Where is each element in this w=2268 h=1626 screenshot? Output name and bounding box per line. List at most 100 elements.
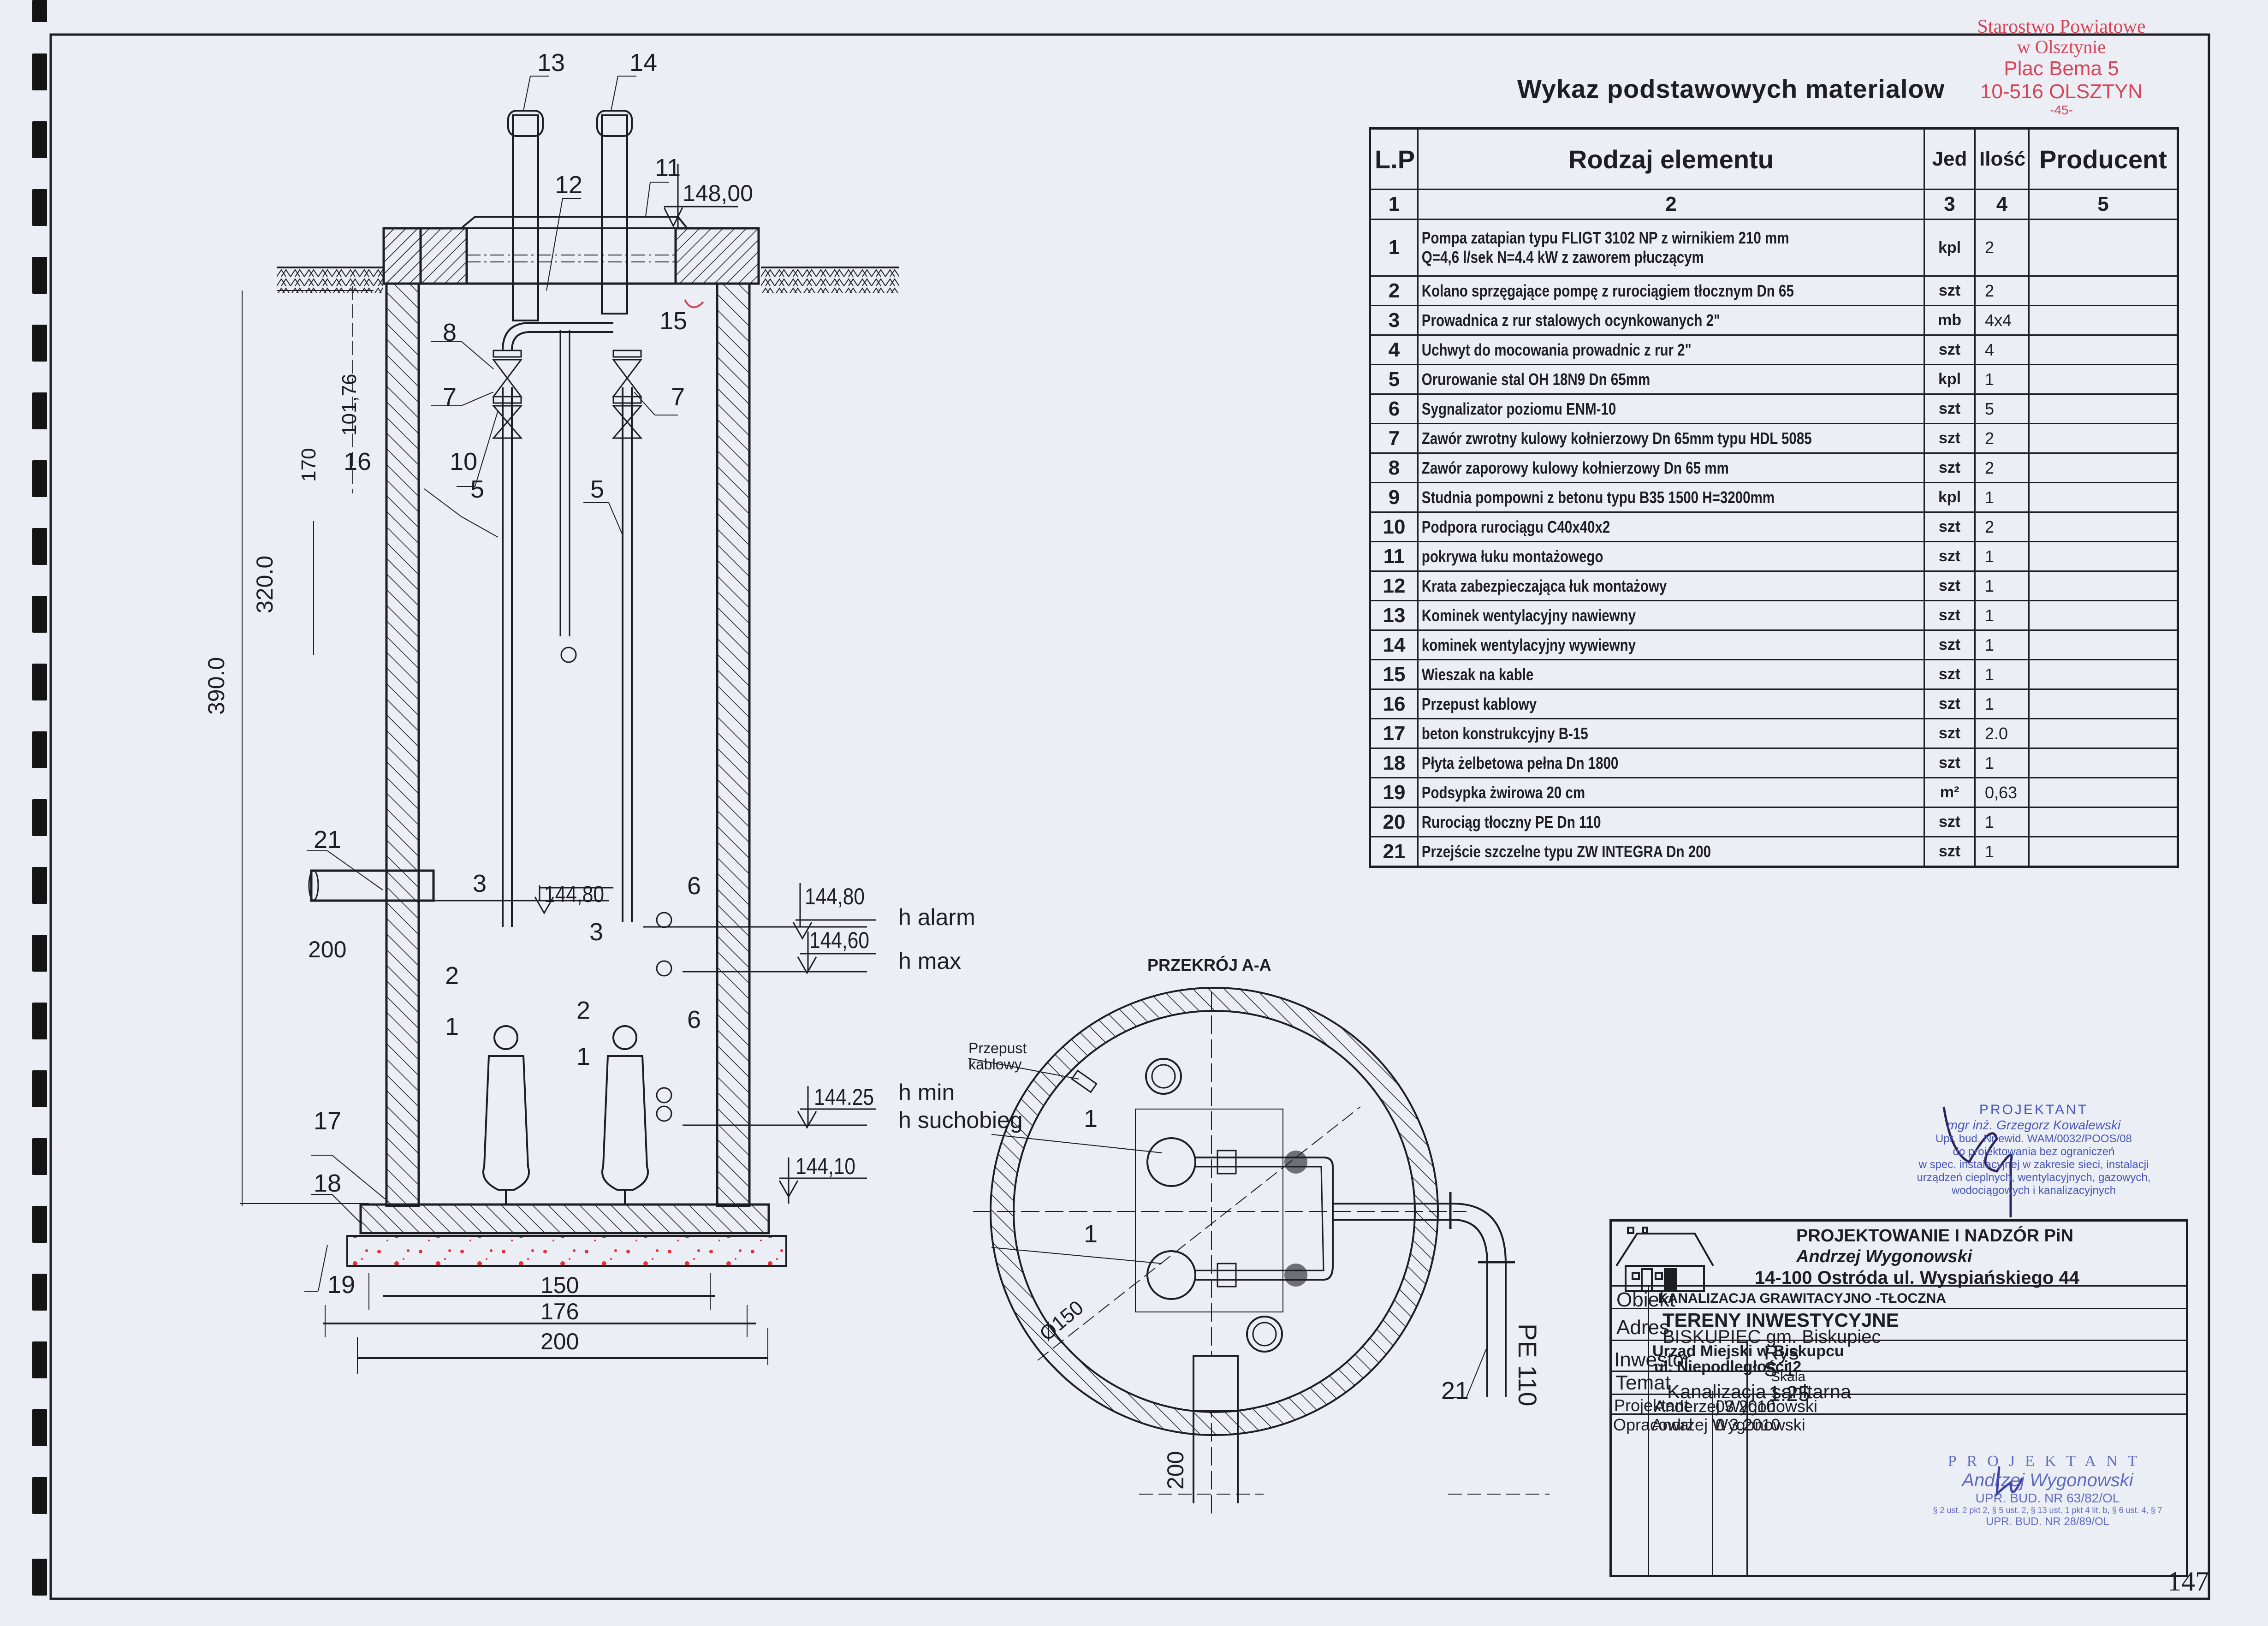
level-label-min: h min (898, 1080, 955, 1105)
row-lp: 13 (1369, 600, 1419, 631)
row-unit: szt (1924, 570, 1976, 601)
cable-gland-label: kablowy (968, 1056, 1022, 1073)
row-unit: szt (1924, 334, 1976, 365)
row-element: Przepust kablowy (1417, 688, 1834, 719)
scale-value: 1:25 (1769, 1382, 1810, 1406)
pump-left (482, 1025, 530, 1205)
row-unit: kpl (1924, 364, 1976, 395)
row-qty: 1 (1974, 629, 2030, 660)
callout-11: 11 (655, 154, 681, 182)
row-lp: 4 (1369, 334, 1419, 365)
elevation-alarm: 144,80 (805, 884, 865, 909)
gravel-bed (346, 1235, 787, 1267)
company-address: 14-100 Ostróda ul. Wyspiańskiego 44 (1755, 1268, 2079, 1288)
table-header-row: L.P Rodzaj elementu Jed Ilość Producent (1369, 128, 2179, 190)
row-lp: 8 (1369, 452, 1419, 483)
binding-hole (32, 1409, 47, 1446)
level-label-max: h max (898, 948, 962, 974)
callout-7: 7 (443, 383, 457, 411)
row-unit: kpl (1924, 219, 1976, 277)
vent-pipe-14 (601, 114, 628, 315)
row-element: pokrywa łuku montażowego (1417, 541, 1834, 572)
binding-hole (32, 392, 47, 429)
cable-gland (1071, 1069, 1098, 1093)
binding-hole (32, 121, 47, 158)
row-element: Podpora rurociągu C40x40x2 (1417, 511, 1834, 542)
row-producer (2028, 777, 2179, 808)
vent-opening (1145, 1058, 1182, 1095)
row-unit: kpl (1924, 482, 1976, 513)
row-element: Orurowanie stal OH 18N9 Dn 65mm (1417, 364, 1834, 395)
row-lp: 20 (1369, 807, 1419, 837)
row-unit: szt (1924, 452, 1976, 483)
binding-hole (32, 325, 47, 362)
designer-stamp-kowalewski: PROJEKTANT mgr inż. Grzegorz Kowalewski … (1909, 1102, 2158, 1197)
row-element: Rurociąg tłoczny PE Dn 110 (1417, 807, 1834, 837)
stamp-line: UPR. BUD. NR 63/82/OL (1975, 1491, 2120, 1505)
row-qty: 1 (1974, 570, 2030, 601)
callout-2: 2 (576, 997, 591, 1024)
row-element: Prowadnica z rur stalowych ocynkowanych … (1417, 305, 1834, 336)
row-qty: 4x4 (1974, 305, 2030, 336)
row-qty: 1 (1974, 482, 2030, 513)
row-qty: 1 (1974, 807, 2030, 837)
row-lp: 10 (1369, 511, 1419, 542)
stamp-line: Plac Bema 5 (2004, 57, 2119, 80)
callout-13: 13 (537, 49, 565, 77)
row-element: kominek wentylacyjny wywiewny (1417, 629, 1834, 660)
binding-hole (32, 731, 47, 768)
pump-right (601, 1025, 649, 1205)
row-producer (2028, 334, 2179, 365)
callout-3: 3 (589, 918, 604, 946)
row-element: Sygnalizator poziomu ENM-10 (1417, 393, 1834, 424)
elevation-inlet: 144,80 (544, 881, 604, 907)
pump-callout: 1 (1084, 1105, 1098, 1133)
binding-hole (32, 596, 47, 633)
row-lp: 18 (1369, 748, 1419, 778)
company-name: PROJEKTOWANIE I NADZÓR PiN (1796, 1226, 2074, 1246)
column-number: 4 (1974, 189, 2030, 220)
row-element: Uchwyt do mocowania prowadnic z rur 2" (1417, 334, 1834, 365)
row-lp: 14 (1369, 629, 1419, 660)
row-element: Zawór zwrotny kulowy kołnierzowy Dn 65mm… (1417, 423, 1834, 454)
callout-16: 16 (344, 448, 372, 475)
plan-view (968, 987, 1550, 1517)
row-qty: 5 (1974, 393, 2030, 424)
binding-hole (32, 1477, 47, 1514)
row-unit: szt (1924, 807, 1976, 837)
plan-view-title: PRZEKRÓJ A-A (1147, 955, 1271, 974)
row-qty: 2 (1974, 511, 2030, 542)
callout-6: 6 (687, 1006, 701, 1033)
row-qty: 2 (1974, 452, 2030, 483)
ground-right (761, 267, 899, 293)
materials-table: L.P Rodzaj elementu Jed Ilość Producent … (1369, 127, 2179, 868)
row-lp: 9 (1369, 482, 1419, 513)
company-owner: Andrzej Wygonowski (1796, 1247, 1972, 1266)
row-unit: szt (1924, 748, 1976, 778)
header-lp: L.P (1369, 128, 1419, 190)
row-qty: 2 (1974, 219, 2030, 277)
section-view (240, 76, 899, 1374)
row-qty: 1 (1974, 748, 2030, 778)
callout-15: 15 (659, 307, 688, 335)
row-qty: 1 (1974, 541, 2030, 572)
stamp-line: w spec. instalacyjnej w zakresie sieci, … (1918, 1158, 2149, 1171)
vent-pipe-13 (512, 114, 539, 321)
row-producer (2028, 748, 2179, 778)
dim-pipe-dn: 101,76 (338, 374, 361, 436)
binding-hole (32, 189, 47, 226)
binding-hole (32, 1070, 47, 1107)
row-lp: 12 (1369, 570, 1419, 601)
designer-label: Projektant (1614, 1396, 1689, 1415)
row-unit: szt (1924, 718, 1976, 749)
row-unit: m² (1924, 777, 1976, 808)
row-element: Studnia pompowni z betonu typu B35 1500 … (1417, 482, 1834, 513)
callout-21: 21 (314, 826, 342, 854)
address-value-main: TERENY INWESTYCYJNE (1662, 1309, 1899, 1331)
row-element: Przejście szczelne typu ZW INTEGRA Dn 20… (1417, 836, 1834, 867)
